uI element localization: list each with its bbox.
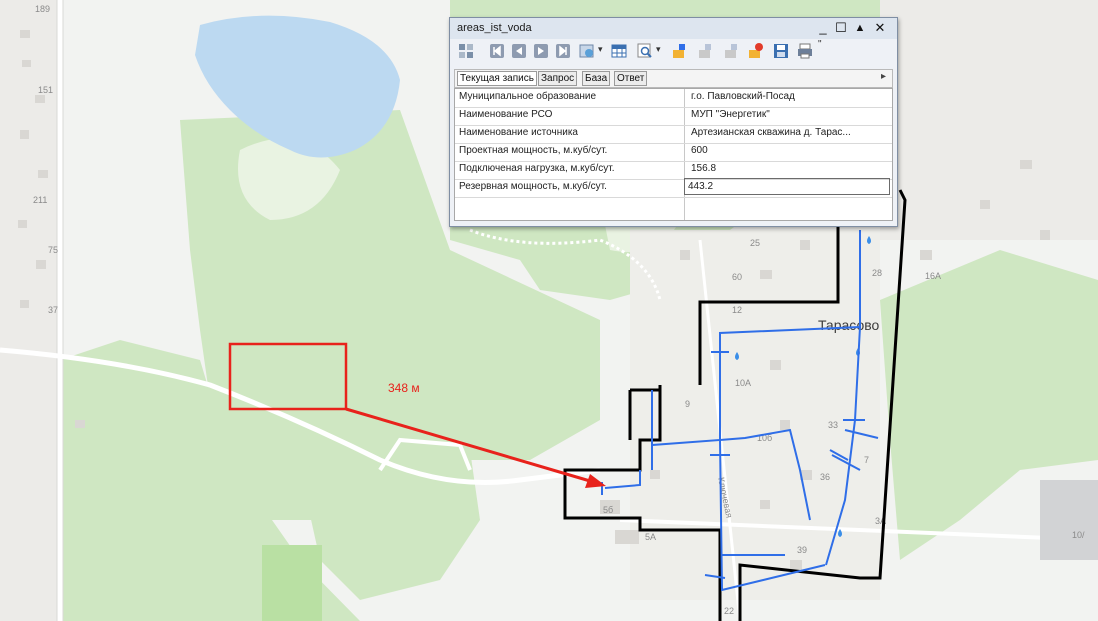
first-record-icon[interactable]: [488, 42, 506, 60]
table-row[interactable]: Муниципальное образование г.о. Павловский…: [455, 89, 892, 108]
road: [619, 518, 1098, 542]
save-icon[interactable]: [772, 42, 790, 60]
house-number: 25: [750, 238, 760, 248]
window-titlebar[interactable]: areas_ist_voda _ ☐ ▲ ✕: [450, 18, 897, 39]
attribute-window[interactable]: areas_ist_voda _ ☐ ▲ ✕ ▾ ▾ " Текущая зап…: [449, 17, 898, 227]
close-button[interactable]: ✕: [874, 20, 886, 35]
forest-area: [880, 250, 1098, 560]
edit-cell-frame: [684, 178, 890, 195]
select-icon[interactable]: [457, 42, 475, 60]
dropdown-arrow-icon[interactable]: ▾: [656, 44, 661, 54]
attribute-table: Муниципальное образование г.о. Павловский…: [454, 88, 893, 221]
house-number: 60: [732, 272, 742, 282]
tab-database[interactable]: База: [582, 71, 611, 86]
road: [469, 228, 662, 301]
house-number: 22: [724, 606, 734, 616]
next-record-icon[interactable]: [532, 42, 550, 60]
attribute-label: Резервная мощность, м.куб/сут.: [459, 181, 607, 192]
house-number: 7: [864, 455, 869, 465]
house-number: 36: [820, 472, 830, 482]
house-number: 12: [732, 305, 742, 315]
house-number: 9: [685, 399, 690, 409]
delete-layer-icon[interactable]: [746, 42, 764, 60]
house-number: 33: [828, 420, 838, 430]
tab-scroll-right-icon[interactable]: ▸: [880, 71, 886, 82]
layer-disabled-icon[interactable]: [722, 42, 740, 60]
attribute-value: Артезианская скважина д. Тарас...: [691, 127, 851, 138]
house-number: 16А: [925, 271, 941, 281]
road: [378, 437, 472, 472]
water-network[interactable]: [604, 230, 879, 592]
attribute-label: Муниципальное образование: [459, 91, 597, 102]
village-area: [0, 0, 60, 621]
house-number: 37: [48, 305, 58, 315]
refresh-icon[interactable]: [578, 42, 596, 60]
attribute-value: г.о. Павловский-Посад: [691, 91, 795, 102]
layer-icon[interactable]: [670, 42, 688, 60]
dropdown-arrow-icon[interactable]: ▾: [598, 44, 603, 54]
attribute-value-editing[interactable]: 443.2: [688, 181, 714, 192]
house-number: 75: [48, 245, 58, 255]
road: [0, 347, 601, 485]
house-number: 5А: [645, 532, 656, 542]
forest-area: [300, 430, 480, 600]
zoom-icon[interactable]: [636, 42, 654, 60]
road: [56, 0, 64, 621]
attribute-label: Проектная мощность, м.куб/сут.: [459, 145, 608, 156]
house-number: 3А: [875, 516, 886, 526]
layer-disabled-icon[interactable]: [696, 42, 714, 60]
table-row[interactable]: Подключеная нагрузка, м.куб/сут. 156.8: [455, 161, 892, 180]
attribute-label: Наименование источника: [459, 127, 578, 138]
distance-label: 348 м: [388, 381, 420, 395]
table-row[interactable]: Наименование источника Артезианская скваж…: [455, 125, 892, 144]
house-number: 189: [35, 4, 50, 14]
sports-field: [262, 545, 322, 621]
house-number: 10А: [735, 378, 751, 388]
toolbar: ▾ ▾ ": [450, 39, 897, 66]
maximize-button[interactable]: ☐: [835, 20, 847, 35]
house-number: 10/: [1072, 530, 1085, 540]
attribute-value: 156.8: [691, 163, 717, 174]
table-row[interactable]: Проектная мощность, м.куб/сут. 600: [455, 143, 892, 162]
previous-record-icon[interactable]: [510, 42, 528, 60]
tab-current-record[interactable]: Текущая запись: [457, 71, 537, 86]
attribute-value: 600: [691, 145, 708, 156]
table-icon[interactable]: [610, 42, 628, 60]
industrial-building: [1040, 480, 1098, 560]
house-number: 211: [33, 195, 47, 205]
settlement-area: [630, 230, 880, 600]
distance-arrow: [345, 407, 591, 483]
settlement-name: Тарасово: [818, 317, 880, 333]
house-number: 39: [797, 545, 807, 555]
tab-bar: Текущая запись Запрос База Ответ ▸: [454, 69, 893, 88]
clearing: [238, 138, 340, 220]
table-row[interactable]: Резервная мощность, м.куб/сут. 443.2: [455, 179, 892, 198]
house-number: 151: [38, 85, 53, 95]
attribute-value: МУП "Энергетик": [691, 109, 770, 120]
building: [18, 30, 1050, 570]
lake: [195, 15, 400, 158]
window-title: areas_ist_voda: [457, 22, 532, 34]
restore-button[interactable]: ▲: [854, 22, 866, 34]
last-record-icon[interactable]: [554, 42, 572, 60]
selected-area-marker[interactable]: [228, 342, 348, 411]
house-number: 28: [872, 268, 882, 278]
tab-query[interactable]: Запрос: [538, 71, 578, 86]
attribute-label: Подключеная нагрузка, м.куб/сут.: [459, 163, 615, 174]
house-number: 5б: [603, 505, 613, 515]
table-row[interactable]: Наименование РСО МУП "Энергетик": [455, 107, 892, 126]
tab-answer[interactable]: Ответ: [614, 71, 648, 86]
arrowhead-icon: [585, 474, 606, 488]
attribute-label: Наименование РСО: [459, 109, 553, 120]
more-icon[interactable]: ": [818, 39, 822, 50]
house-number: 10б: [757, 433, 772, 443]
minimize-button[interactable]: _: [819, 20, 827, 35]
print-icon[interactable]: [796, 42, 814, 60]
